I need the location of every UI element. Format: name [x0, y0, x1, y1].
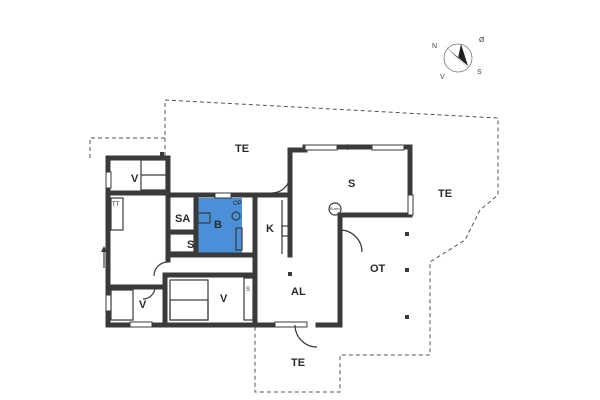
label-op: OP	[233, 201, 242, 207]
label-dining-al: AL	[291, 286, 306, 298]
label-bathroom: B	[214, 219, 222, 231]
label-closet-s: S	[246, 287, 250, 293]
label-tt: TT	[112, 202, 120, 208]
label-bedroom-bottom-left: V	[139, 299, 147, 311]
label-bedroom-middle: V	[220, 293, 228, 305]
compass-v: V	[440, 74, 445, 81]
label-living-s: S	[348, 178, 355, 190]
label-covered-ot: OT	[370, 263, 386, 275]
compass-s: S	[477, 69, 482, 76]
compass-icon: N Ø S V	[432, 37, 485, 81]
label-sauna: SA	[175, 213, 190, 225]
bathroom-fill	[196, 198, 242, 254]
label-terrace-right: TE	[438, 188, 452, 200]
label-bedroom-top: V	[131, 173, 139, 185]
interior-details	[110, 152, 409, 321]
terrace-outlines	[89, 99, 499, 393]
walls	[105, 144, 413, 328]
room-labels: TE TE TE S K AL OT SA B S V V V S TT OP …	[112, 143, 452, 369]
label-stove: B-om	[330, 206, 340, 211]
label-kitchen: K	[266, 223, 274, 235]
label-storage-s: S	[187, 239, 194, 251]
compass-o: Ø	[479, 37, 485, 44]
arrows	[101, 144, 364, 268]
doors	[142, 174, 363, 348]
windows	[105, 144, 414, 328]
label-terrace-top: TE	[235, 143, 249, 155]
label-terrace-bottom: TE	[291, 357, 305, 369]
compass-n: N	[432, 43, 437, 50]
